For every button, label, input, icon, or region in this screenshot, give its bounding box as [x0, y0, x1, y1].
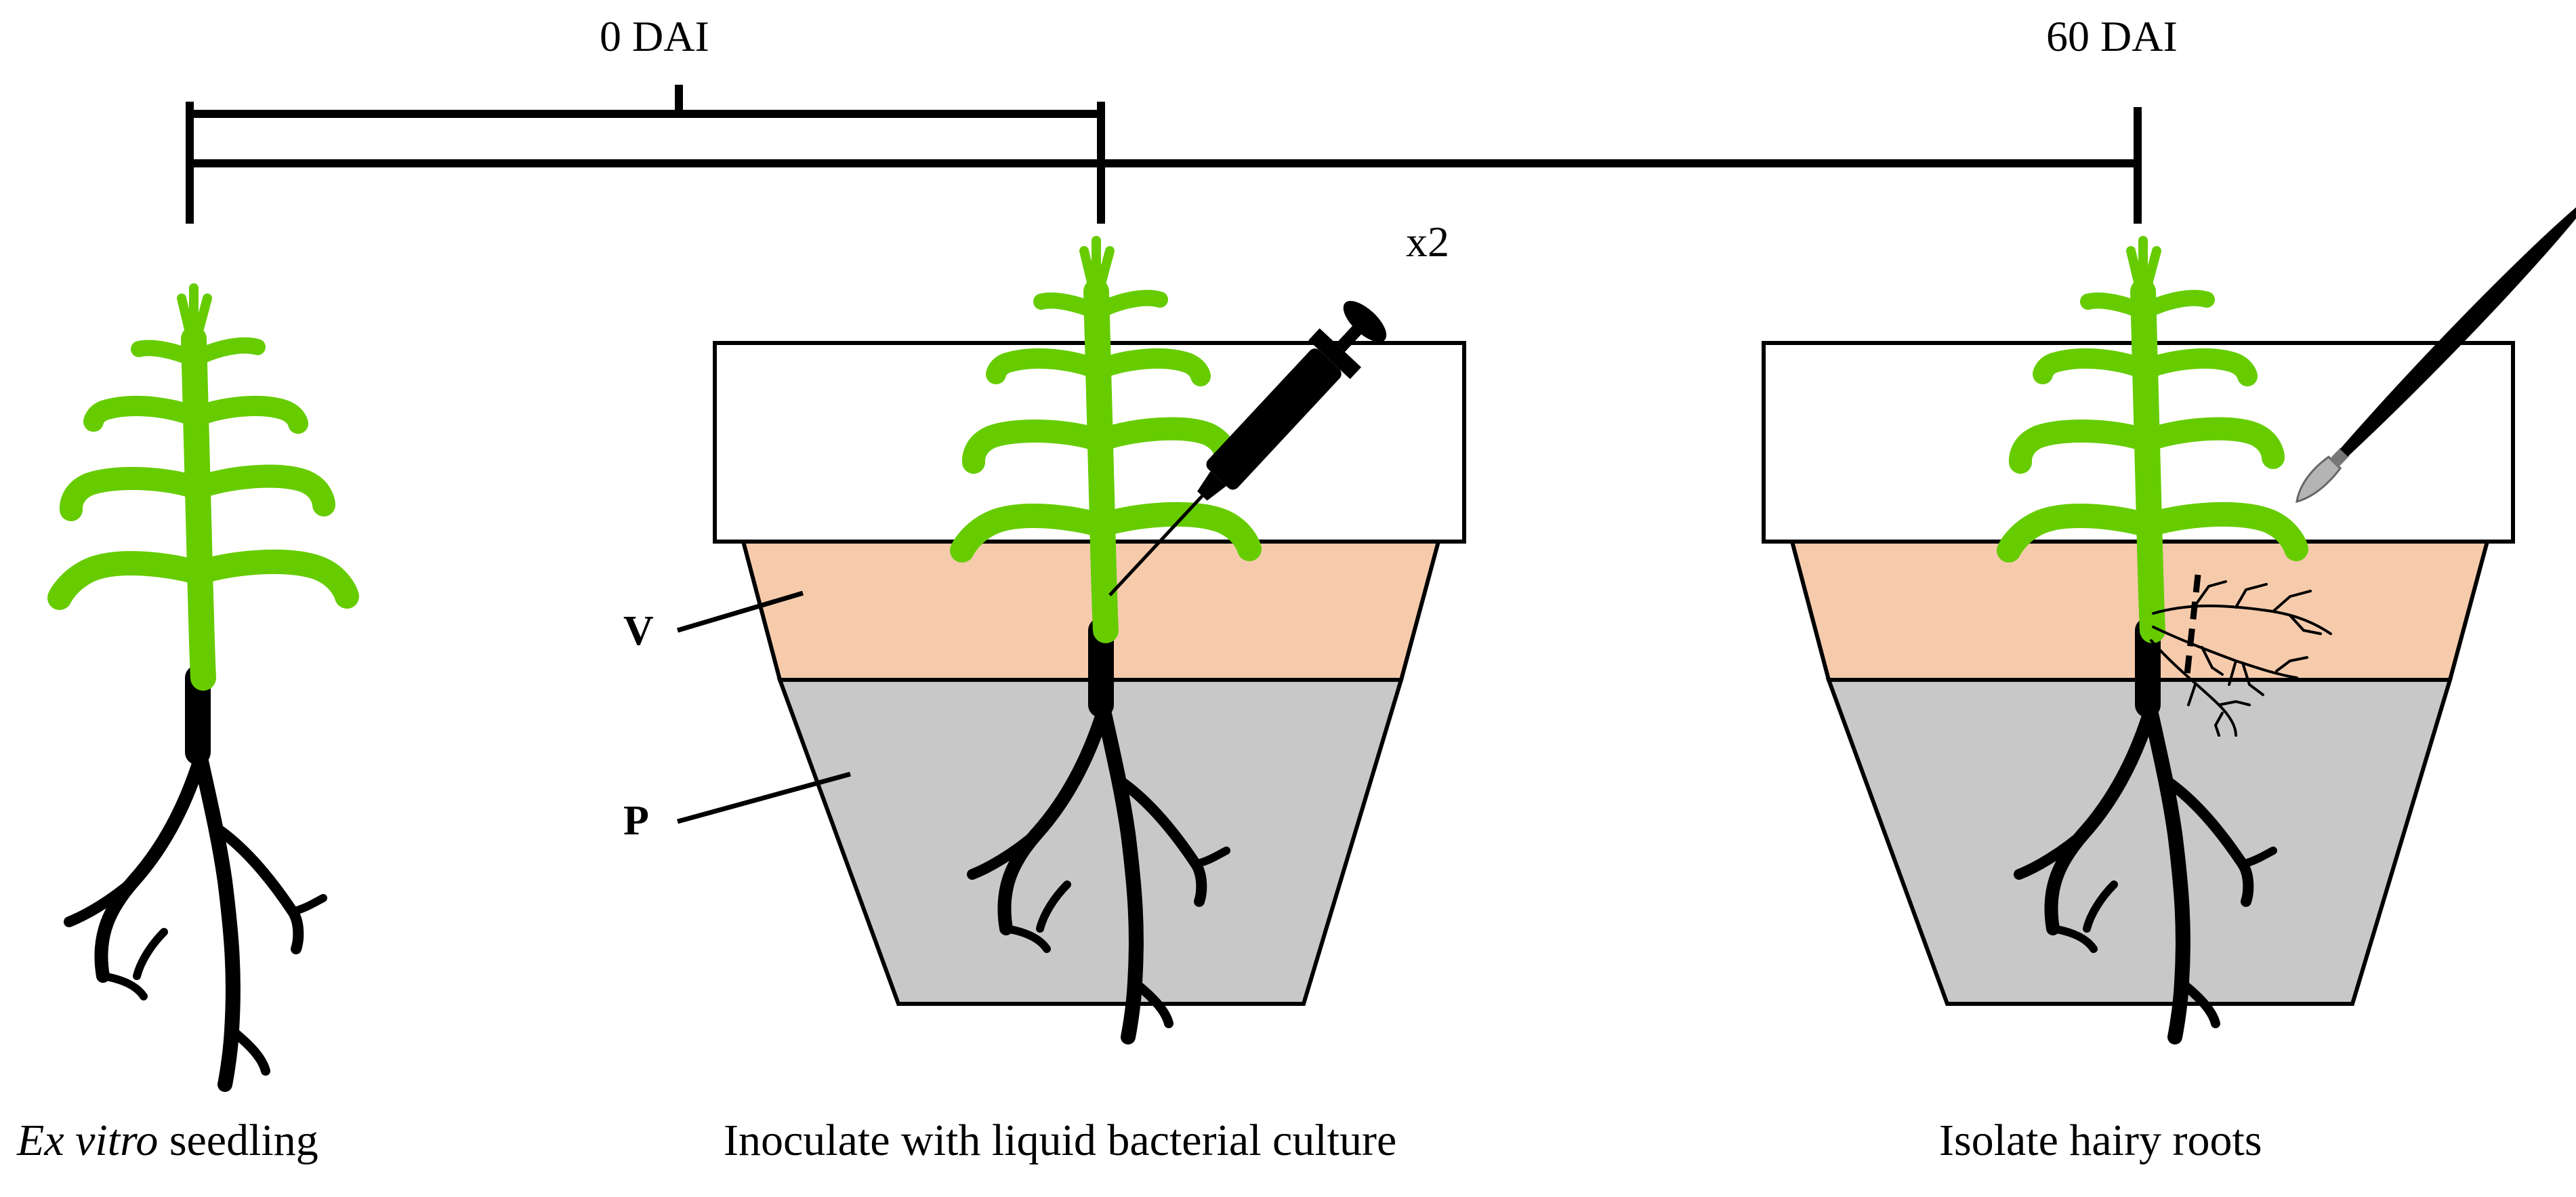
timeline-start-label: 0 DAI [600, 12, 709, 60]
hairy-roots [2150, 580, 2332, 737]
cut-line [2184, 574, 2201, 675]
timeline-end-label: 60 DAI [2046, 12, 2178, 60]
scalpel [2295, 202, 2576, 504]
caption-seedling: Ex vitro seedling [17, 1118, 318, 1163]
timeline [186, 85, 2142, 224]
repeat-label: x2 [1406, 218, 1449, 266]
seedling-ex-vitro [60, 288, 347, 1084]
label-pointers [677, 590, 851, 824]
caption-seedling-rest: seedling [158, 1116, 318, 1165]
layer-v-label: V [623, 608, 654, 654]
caption-inoculate: Inoculate with liquid bacterial culture [724, 1116, 1397, 1165]
layer-p-label: P [623, 798, 649, 844]
caption-isolate: Isolate hairy roots [1939, 1116, 2262, 1165]
syringe [1108, 301, 1387, 596]
caption-seedling-italic: Ex vitro [17, 1116, 159, 1165]
